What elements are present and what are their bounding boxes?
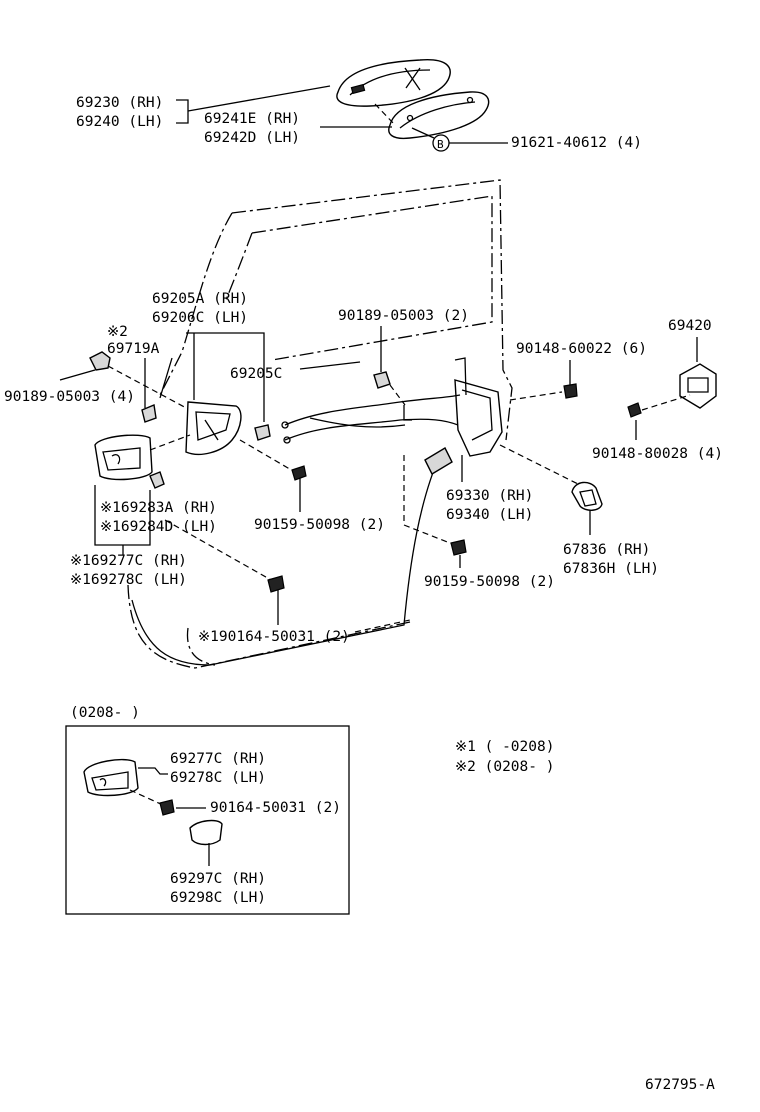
label-69240: 69240 (LH) [76,114,163,130]
mark-2: ※2 [107,324,128,340]
door-lock [454,379,503,457]
label-90159-a: 90159-50098 (2) [254,517,385,533]
label-69241e: 69241E (RH) [204,111,300,127]
label-69277c: ※169277C (RH) [70,553,187,569]
striker-69420 [679,363,717,409]
label-69283a: ※169283A (RH) [100,500,217,516]
clip-90189-right [373,371,391,389]
label-69284d: ※169284D (LH) [100,519,217,535]
note-1: ※1 ( -0208) [455,739,554,755]
label-90189-2: 90189-05003 (2) [338,308,469,324]
door-outline [127,179,513,669]
clip-90189-left [89,351,111,371]
label-90148-6: 90148-60022 (6) [516,341,647,357]
inset-label-90164: 90164-50031 (2) [210,800,341,816]
note-2: ※2 (0208- ) [455,759,554,775]
inset-box [65,725,350,915]
inset-label-69278c: 69278C (LH) [170,770,266,786]
inside-lever [185,401,242,456]
outside-handle-assembly [336,59,490,140]
label-67836h: 67836H (LH) [563,561,659,577]
label-69206c: 69206C (LH) [152,310,248,326]
label-69719a: 69719A [107,341,160,357]
label-90159-b: 90159-50098 (2) [424,574,555,590]
document-id: 672795-A [645,1077,715,1093]
label-69205a: 69205A (RH) [152,291,248,307]
label-90189-4: 90189-05003 (4) [4,389,135,405]
label-69242d: 69242D (LH) [204,130,300,146]
label-69278c: ※169278C (LH) [70,572,187,588]
inset-label-69297c: 69297C (RH) [170,871,266,887]
label-69330: 69330 (RH) [446,488,533,504]
label-90148-4: 90148-80028 (4) [592,446,723,462]
label-91621: 91621-40612 (4) [511,135,642,151]
label-69205c: 69205C [230,366,282,382]
label-69230: 69230 (RH) [76,95,163,111]
inset-part-69297c [189,819,223,846]
inset-bezel [83,758,139,797]
circle-b-label: B [437,138,444,151]
inset-label-69298c: 69298C (LH) [170,890,266,906]
inside-handle-bezel [94,434,153,481]
inset-label-69277c: 69277C (RH) [170,751,266,767]
label-90164: ※190164-50031 (2) [198,629,350,645]
label-69340: 69340 (LH) [446,507,533,523]
inset-title: (0208- ) [70,705,140,721]
grommet-67836 [571,481,603,511]
label-67836: 67836 (RH) [563,542,650,558]
label-69420: 69420 [668,318,712,334]
